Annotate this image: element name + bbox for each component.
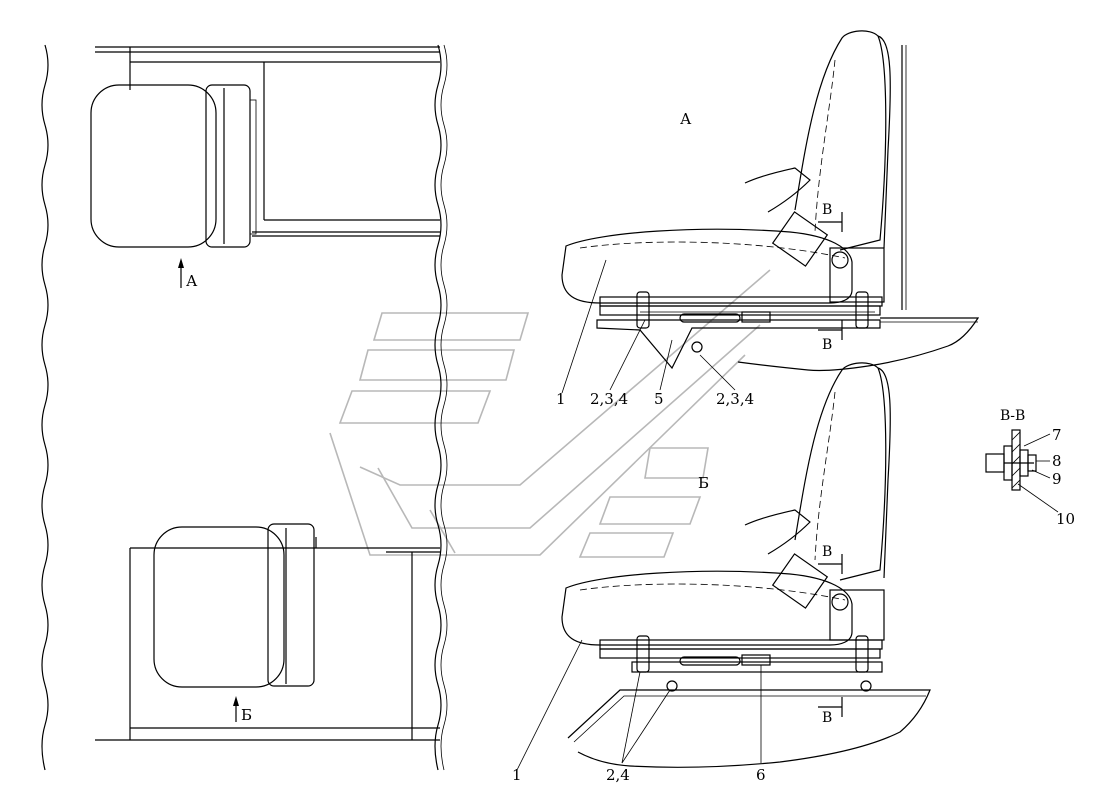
seat-side-view-a: В В А <box>561 30 980 372</box>
view-arrow-a-label: А <box>186 272 198 290</box>
view-arrow-b-label: Б <box>241 706 252 724</box>
callout-9: 9 <box>1052 470 1062 488</box>
section-mark-a-bottom: В <box>822 337 832 353</box>
callout-234-right: 2,3,4 <box>716 390 754 408</box>
plan-view-bottom: Б <box>95 523 440 741</box>
section-mark-a-top: В <box>822 202 832 218</box>
callout-8: 8 <box>1052 452 1062 470</box>
callout-10: 10 <box>1056 510 1075 528</box>
view-label-a: А <box>680 110 692 128</box>
leader-lines <box>516 259 762 771</box>
callout-24: 2,4 <box>606 766 630 784</box>
section-mark-b-top: В <box>822 544 832 560</box>
callout-7: 7 <box>1052 426 1062 444</box>
section-detail: В-В <box>985 408 1059 513</box>
section-title: В-В <box>1000 408 1025 424</box>
section-mark-b-bottom: В <box>822 710 832 726</box>
view-label-b: Б <box>698 474 709 492</box>
plan-view-top: А <box>41 44 448 771</box>
seat-side-view-b: В В Б <box>561 362 931 768</box>
callout-1-bottom: 1 <box>512 766 522 784</box>
callouts: 1 2,3,4 5 2,3,4 1 2,4 6 7 8 9 10 <box>512 390 1075 784</box>
callout-6: 6 <box>756 766 766 784</box>
watermark-logo <box>329 269 771 558</box>
callout-1-top: 1 <box>556 390 566 408</box>
callout-234-left: 2,3,4 <box>590 390 628 408</box>
callout-5: 5 <box>654 390 664 408</box>
